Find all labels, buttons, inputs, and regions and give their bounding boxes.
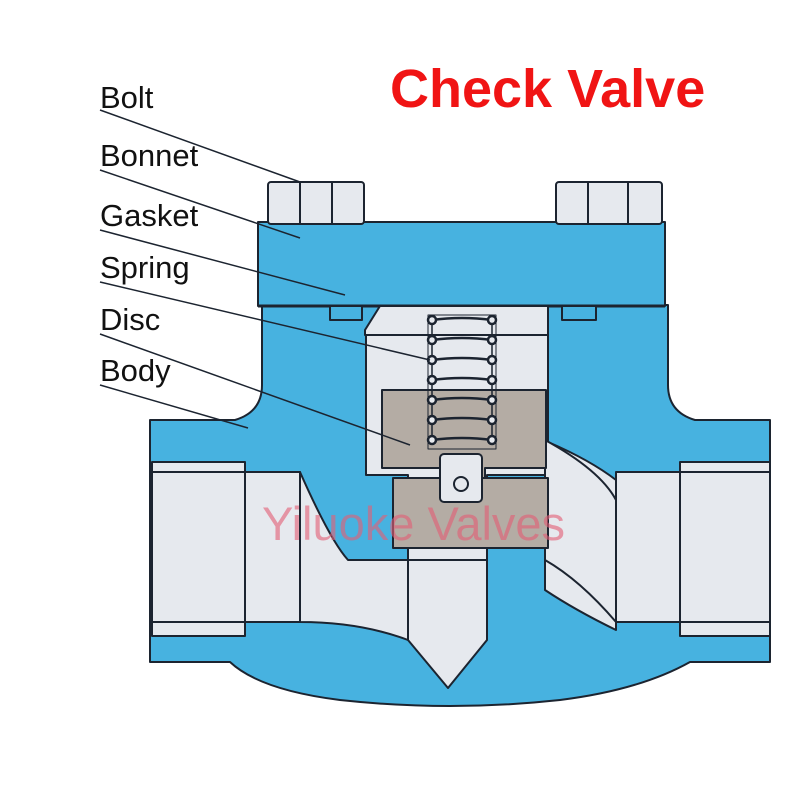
disc-lower	[392, 477, 549, 549]
bonnet-cavity	[364, 305, 549, 336]
leader-disc	[99, 333, 411, 446]
leader-bolt	[99, 109, 301, 183]
leader-bonnet	[99, 169, 301, 239]
leader-gasket	[99, 229, 346, 296]
valve-bonnet	[257, 221, 666, 307]
watermark: Yiluoke Valves	[262, 497, 566, 550]
bolt-right	[555, 181, 663, 225]
diagram-title: Check Valve	[390, 59, 706, 119]
bolt-left	[267, 181, 365, 225]
disc-stem-cone	[407, 559, 488, 689]
label-disc: Disc	[100, 302, 161, 337]
label-bonnet: Bonnet	[100, 138, 199, 173]
leader-body	[99, 384, 249, 429]
label-gasket: Gasket	[100, 198, 199, 233]
label-bolt: Bolt	[100, 80, 154, 115]
leader-spring	[99, 281, 431, 361]
disc-pin	[453, 476, 469, 492]
outlet-port	[679, 461, 771, 637]
spring	[426, 314, 498, 446]
inlet-port	[151, 461, 246, 637]
label-body: Body	[100, 353, 171, 388]
outlet-passage	[544, 439, 617, 623]
label-spring: Spring	[100, 250, 190, 285]
